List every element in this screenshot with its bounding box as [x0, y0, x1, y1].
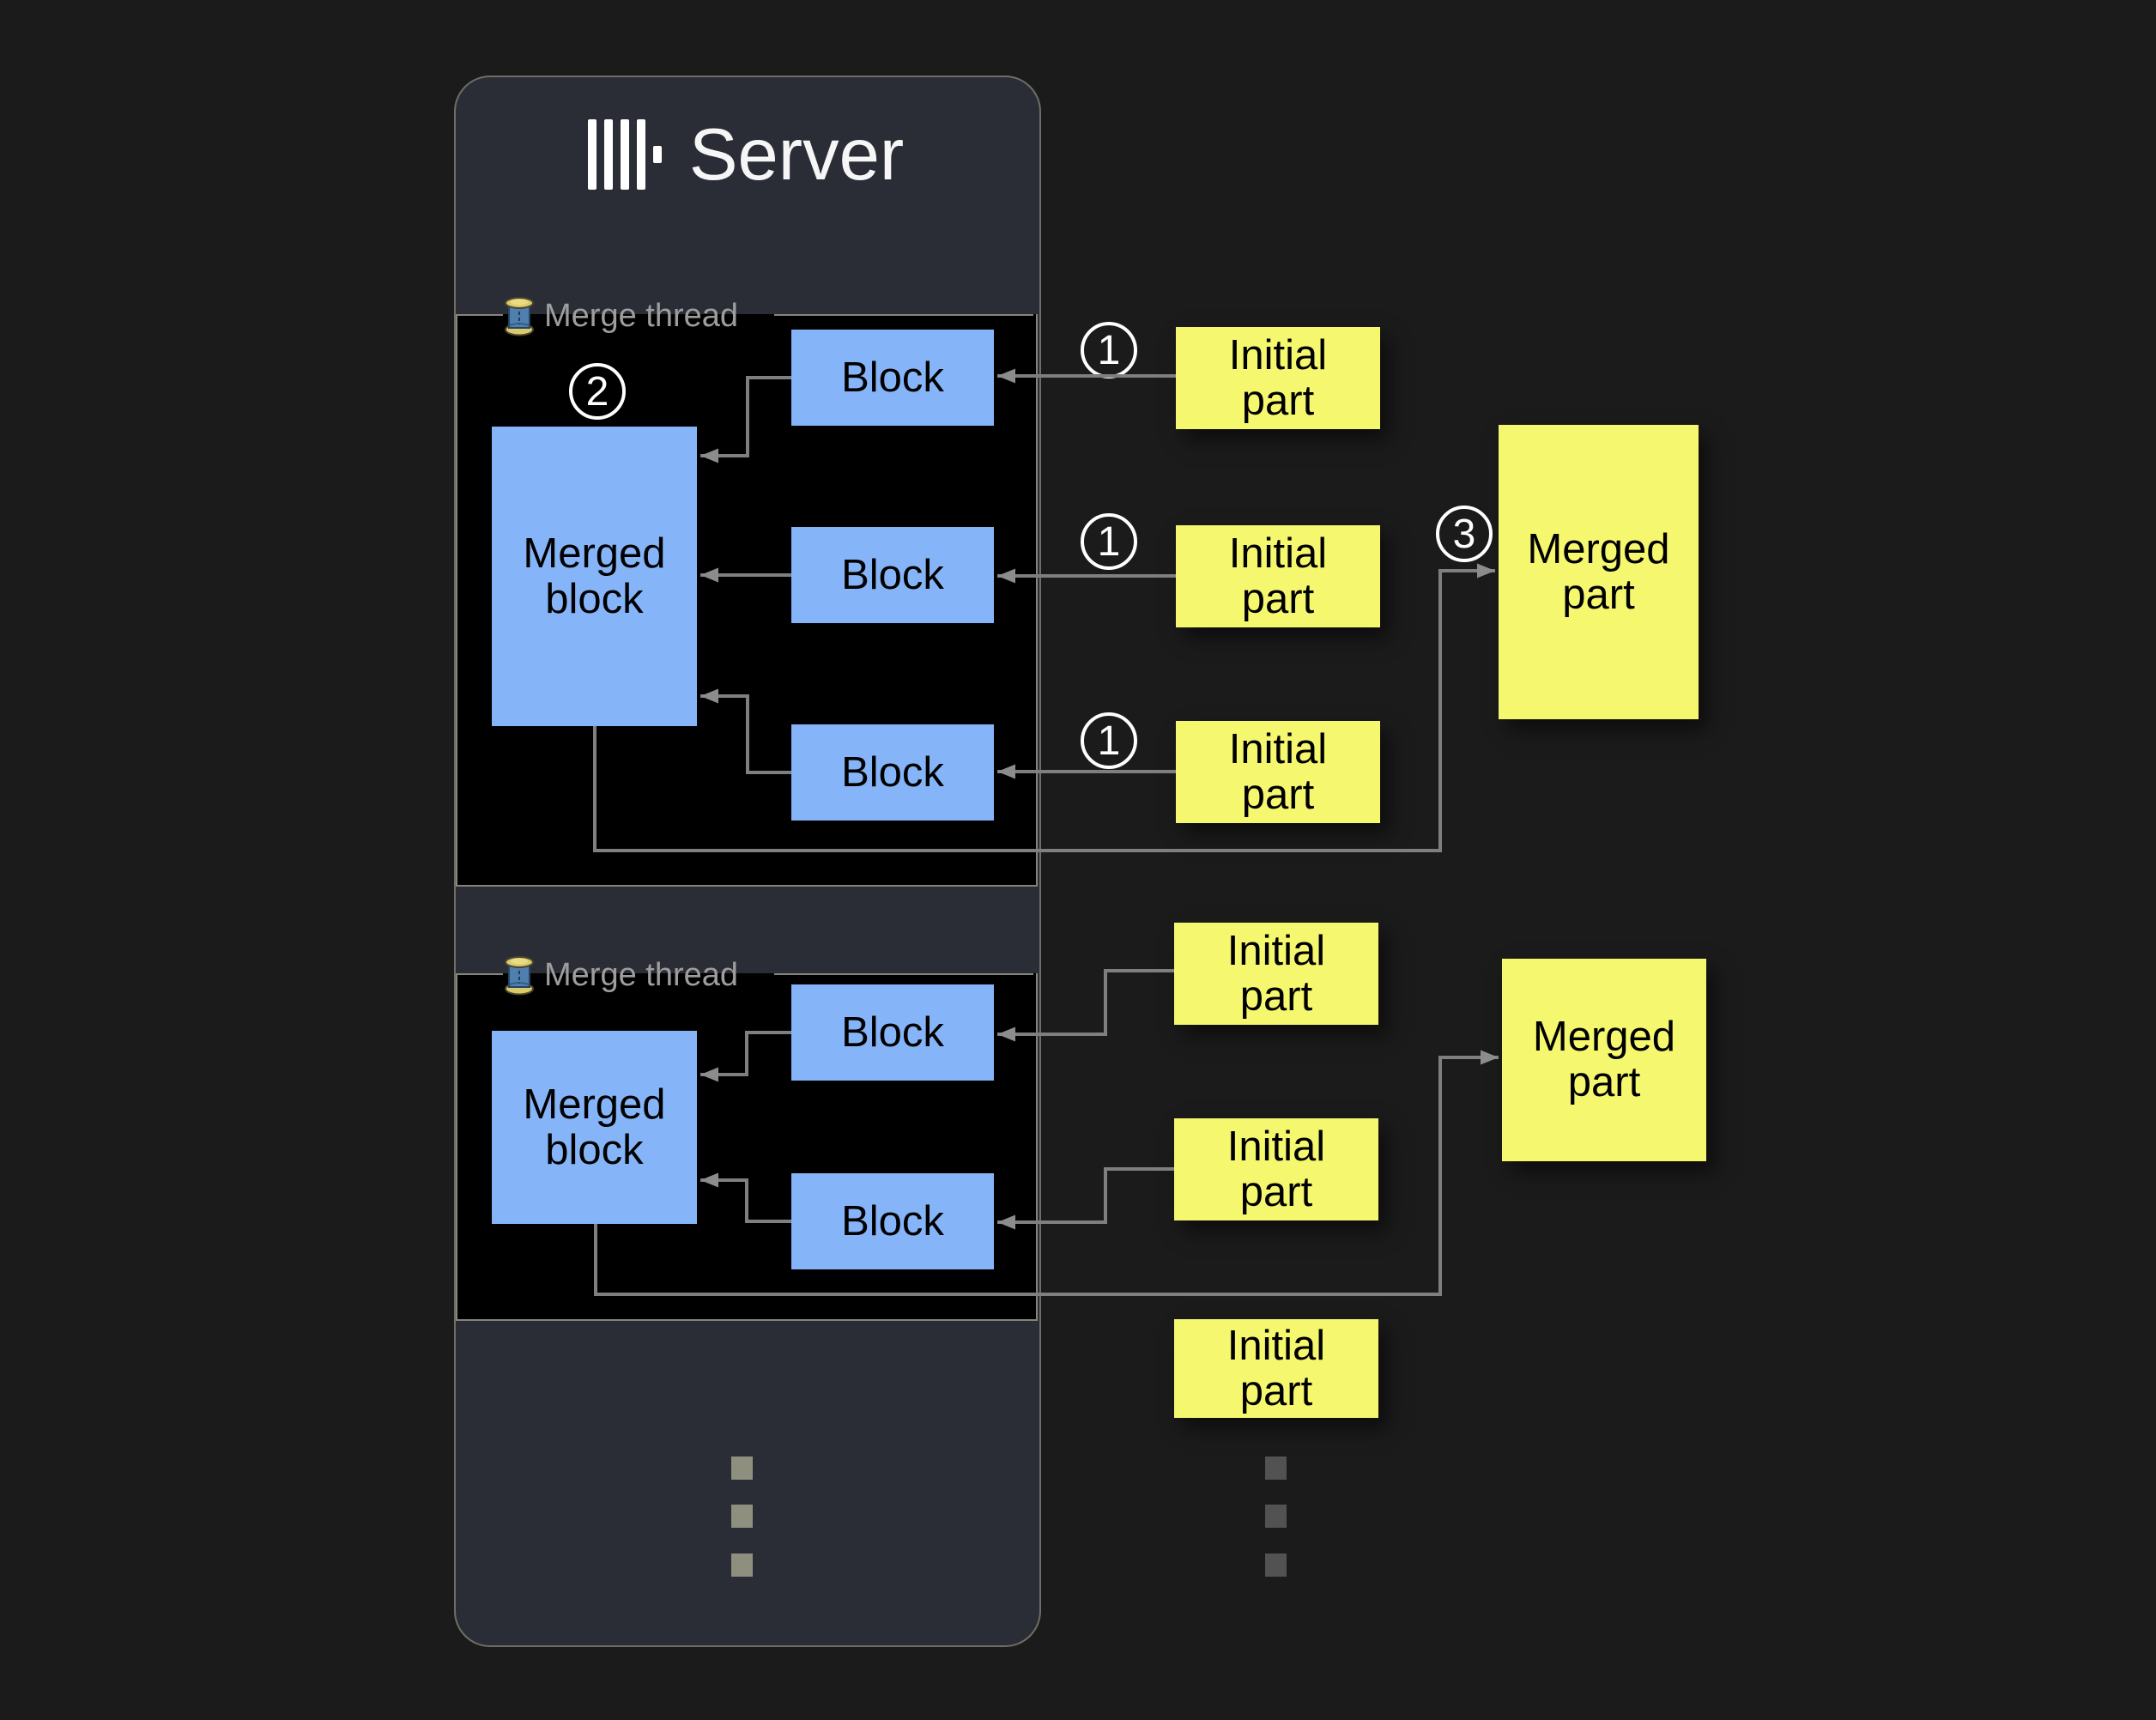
thread-spool-icon — [505, 297, 534, 336]
parts-ellipsis-icon — [1265, 1505, 1287, 1528]
server-ellipsis-icon — [731, 1457, 753, 1480]
initial-part-5: Initial part — [1174, 1118, 1378, 1220]
initial-part-label: Initial part — [1226, 927, 1326, 1020]
initial-part-label: Initial part — [1228, 331, 1328, 424]
merge-thread-label: Merge thread — [544, 297, 739, 334]
merged-part-label: Merged part — [1527, 525, 1670, 618]
step-2-badge: 2 — [569, 363, 626, 420]
step-1-badge: 1 — [1081, 322, 1137, 379]
initial-part-label: Initial part — [1226, 1123, 1326, 1215]
merged-block-label: Merged block — [523, 1081, 666, 1173]
parts-ellipsis-icon — [1265, 1553, 1287, 1577]
server-ellipsis-icon — [731, 1553, 753, 1577]
merged-part-label: Merged part — [1532, 1014, 1676, 1105]
step-1-badge: 1 — [1081, 712, 1137, 769]
block-5: Block — [791, 1173, 994, 1269]
initial-part-2: Initial part — [1176, 525, 1380, 627]
merged-block-1: Merged block — [492, 427, 697, 726]
block-label: Block — [841, 551, 944, 598]
thread-spool-icon — [505, 956, 534, 996]
initial-part-label: Initial part — [1228, 725, 1328, 818]
block-3: Block — [791, 724, 994, 821]
initial-part-label: Initial part — [1226, 1322, 1326, 1414]
initial-part-3: Initial part — [1176, 721, 1380, 823]
merged-block-2: Merged block — [492, 1031, 697, 1224]
block-label: Block — [841, 748, 944, 796]
step-3-badge: 3 — [1436, 506, 1493, 562]
initial-part-1: Initial part — [1176, 327, 1380, 429]
initial-part-4: Initial part — [1174, 923, 1378, 1025]
merge-thread-label: Merge thread — [544, 956, 739, 993]
parts-ellipsis-icon — [1265, 1457, 1287, 1480]
merged-part-2: Merged part — [1502, 959, 1706, 1161]
block-label: Block — [841, 1197, 944, 1245]
server-bars-logo-icon — [587, 119, 662, 190]
server-ellipsis-icon — [731, 1505, 753, 1528]
merged-part-1: Merged part — [1499, 425, 1699, 719]
block-label: Block — [841, 1008, 944, 1056]
initial-part-label: Initial part — [1228, 530, 1328, 622]
merged-block-label: Merged block — [523, 530, 666, 622]
merge-thread-legend-1: Merge thread — [503, 295, 738, 336]
block-4: Block — [791, 984, 994, 1081]
initial-part-6: Initial part — [1174, 1319, 1378, 1418]
block-2: Block — [791, 527, 994, 623]
block-label: Block — [841, 354, 944, 401]
merge-thread-legend-2: Merge thread — [503, 954, 738, 996]
server-header: Server — [454, 110, 1038, 199]
block-1: Block — [791, 330, 994, 426]
step-1-badge: 1 — [1081, 513, 1137, 570]
server-title: Server — [688, 113, 905, 196]
